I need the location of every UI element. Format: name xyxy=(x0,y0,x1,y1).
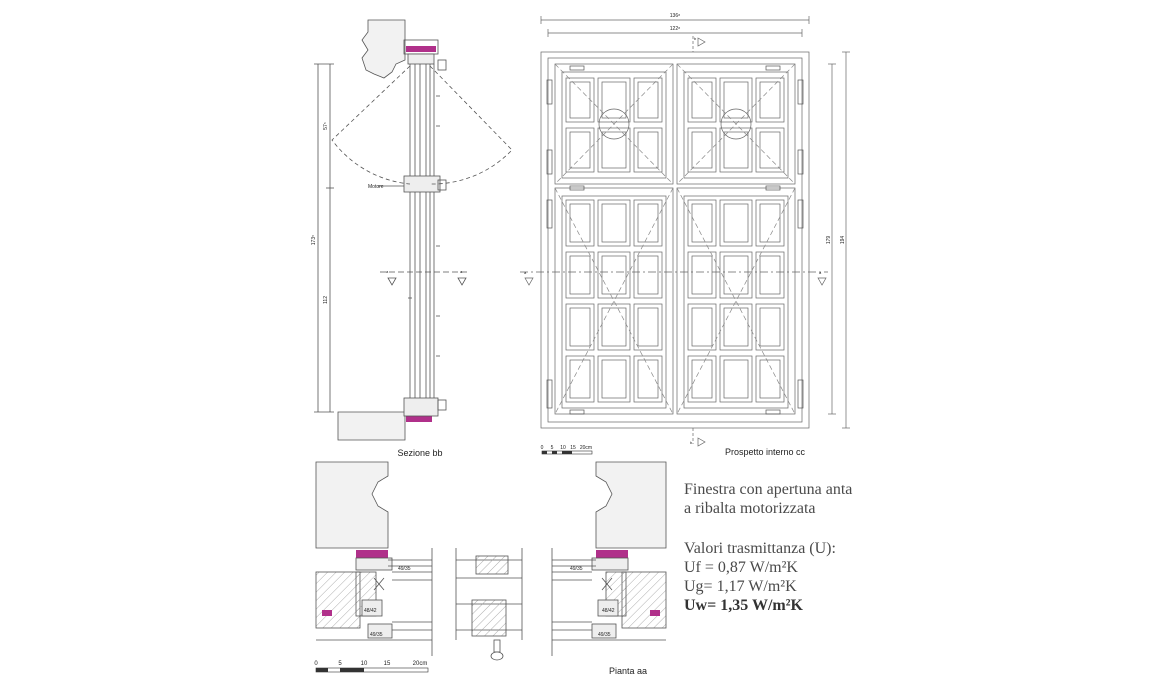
hinges xyxy=(546,65,804,415)
elev-cut-marker-left: a xyxy=(524,270,527,275)
scale-top-tick-15: 15 xyxy=(570,445,576,451)
upper-panels xyxy=(565,77,785,173)
description-panel: Finestra con apertuna anta a ribalta mot… xyxy=(684,480,1014,615)
dim-elev-inner-height: 179 xyxy=(826,236,832,245)
section-bb xyxy=(314,19,513,441)
ug-value: Ug= 1,17 W/m²K xyxy=(684,578,797,595)
scale-bar-top: 0 5 10 15 20cm xyxy=(541,445,593,455)
lintel-magenta xyxy=(406,46,436,52)
elevation-cc xyxy=(520,16,850,447)
section-marker-top: b xyxy=(694,36,697,41)
plan-aa xyxy=(315,461,667,661)
values-heading: Valori trasmittanza (U): xyxy=(684,540,836,557)
scale-top-tick-5: 5 xyxy=(551,445,554,451)
section-bb-label: Sezione bb xyxy=(397,448,442,458)
dim-section-total: 173⁵ xyxy=(311,235,317,245)
scale-bar-bottom: 0 5 10 15 20cm xyxy=(314,661,429,673)
swing-arc-bottom xyxy=(429,65,513,185)
dim-section-lower: 112 xyxy=(323,296,329,304)
scale-top-tick-20: 20cm xyxy=(580,445,592,451)
dim-overall-width: 136⁸ xyxy=(670,13,680,19)
wall-bottom xyxy=(337,411,406,441)
profile-right-top: 49/35 xyxy=(570,566,583,572)
swing-arc-top xyxy=(331,65,411,185)
scale-bottom-tick-10: 10 xyxy=(361,661,368,667)
profile-right-mid: 48/42 xyxy=(602,608,615,614)
dim-elev-total-height: 194 xyxy=(840,236,846,245)
description-title-line2: a ribalta motorizzata xyxy=(684,500,816,517)
dim-section-upper: 57⁵ xyxy=(323,122,329,130)
plan-wall-right xyxy=(595,461,667,549)
elevation-cc-label: Prospetto interno cc xyxy=(725,447,806,457)
section-marker-bottom: b xyxy=(690,440,693,445)
profile-left-top: 49/35 xyxy=(398,566,411,572)
wall-top xyxy=(361,19,406,79)
description-title-line1: Finestra con apertuna anta xyxy=(684,481,853,498)
profile-left-bot: 49/35 xyxy=(370,632,383,638)
uf-value: Uf = 0,87 W/m²K xyxy=(684,559,798,576)
scale-bottom-tick-0: 0 xyxy=(314,661,318,667)
plan-aa-label: Pianta aa xyxy=(609,666,647,676)
plan-wall-left xyxy=(315,461,389,549)
elev-cut-marker-right: a xyxy=(819,270,822,275)
cut-marker-right: a xyxy=(460,269,463,274)
cut-marker-left: a xyxy=(386,269,389,274)
motor-label: Motore xyxy=(368,184,384,190)
dim-inner-width: 122⁸ xyxy=(670,26,680,32)
profile-left-mid: 48/42 xyxy=(364,608,377,614)
scale-bottom-tick-20: 20cm xyxy=(413,661,428,667)
scale-top-tick-10: 10 xyxy=(560,445,566,451)
scale-bottom-tick-5: 5 xyxy=(338,661,342,667)
scale-bottom-tick-15: 15 xyxy=(384,661,391,667)
lower-panels xyxy=(565,199,785,403)
uw-value: Uw= 1,35 W/m²K xyxy=(684,597,803,614)
scale-top-tick-0: 0 xyxy=(541,445,544,451)
profile-right-bot: 49/35 xyxy=(598,632,611,638)
